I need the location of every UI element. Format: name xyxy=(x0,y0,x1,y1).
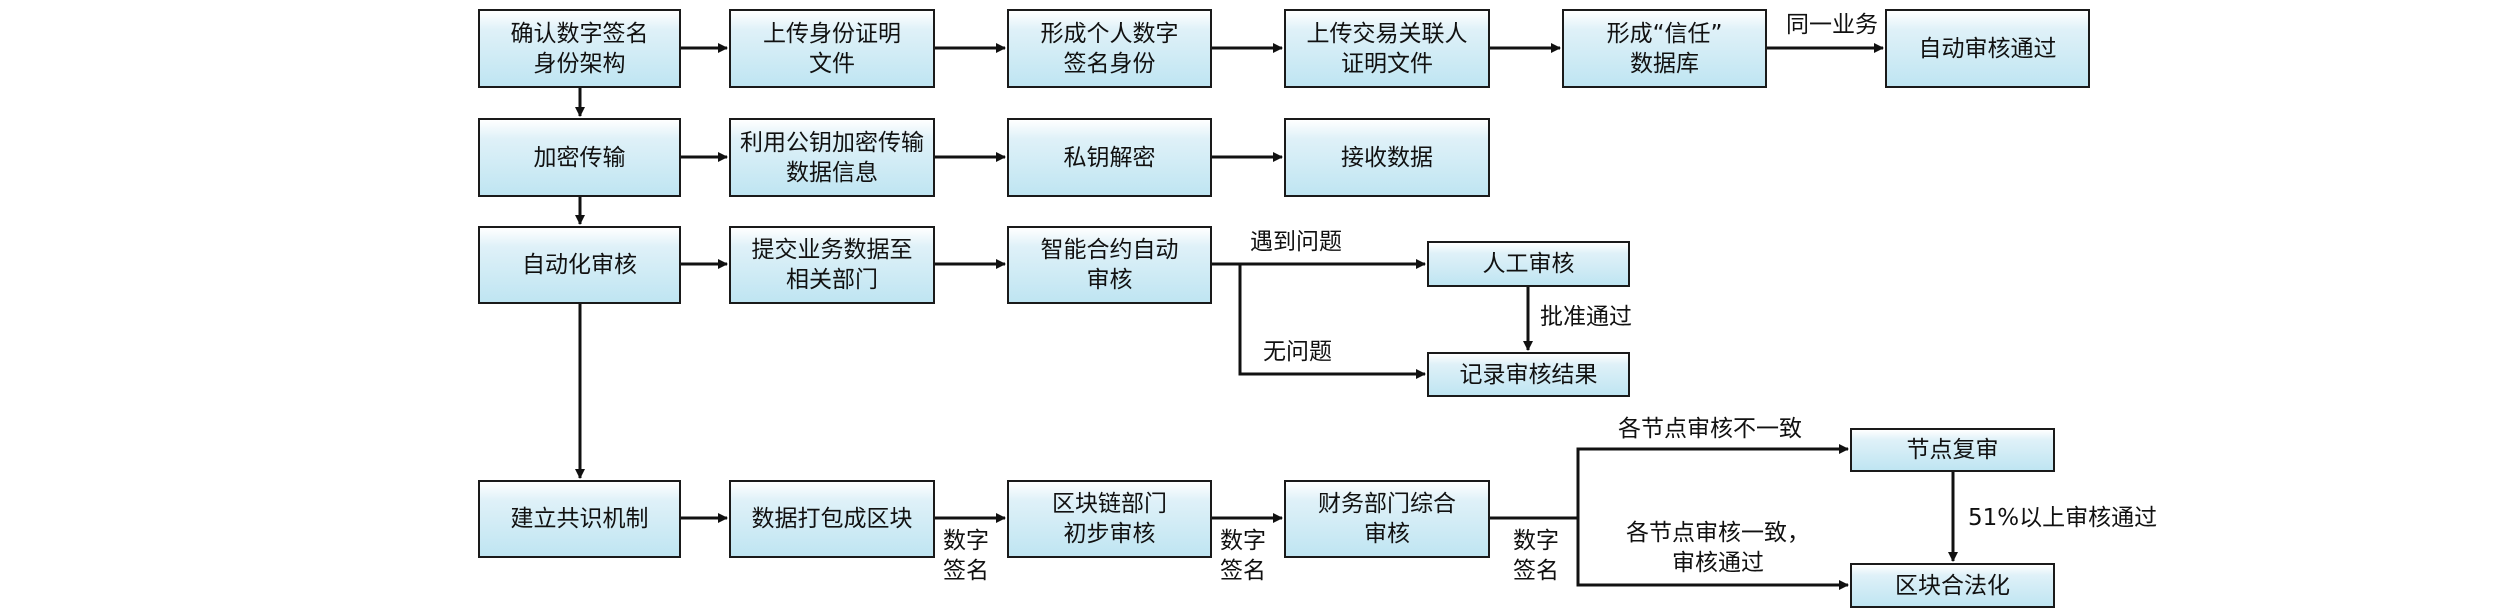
arrow-to-block-legal xyxy=(1576,518,1849,590)
label-digital-sig-3: 数字 签名 xyxy=(1513,528,1559,584)
arrow-to-record-result xyxy=(1238,264,1426,379)
box-privkey-decrypt: 私钥解密 xyxy=(1007,118,1212,197)
label-nodes-consistent: 各节点审核一致， 审核通过 xyxy=(1626,520,1810,576)
box-pack-block: 数据打包成区块 xyxy=(729,480,935,558)
label-approved: 批准通过 xyxy=(1540,304,1632,330)
box-pubkey-encrypt: 利用公钥加密传输 数据信息 xyxy=(729,118,935,197)
label-problem-found: 遇到问题 xyxy=(1250,229,1342,255)
arrow-to-node-recheck xyxy=(1576,444,1849,518)
box-receive-data: 接收数据 xyxy=(1284,118,1490,197)
box-upload-trade-docs: 上传交易关联人 证明文件 xyxy=(1284,9,1490,88)
label-digital-sig-2: 数字 签名 xyxy=(1220,528,1266,584)
box-auto-pass: 自动审核通过 xyxy=(1885,9,2090,88)
box-smart-contract: 智能合约自动 审核 xyxy=(1007,226,1212,304)
label-nodes-inconsistent: 各节点审核不一致 xyxy=(1618,416,1802,442)
label-same-business: 同一业务 xyxy=(1786,12,1878,38)
box-automated-review: 自动化审核 xyxy=(478,226,681,304)
box-manual-review: 人工审核 xyxy=(1427,241,1630,287)
box-block-legal: 区块合法化 xyxy=(1850,563,2055,608)
box-node-recheck: 节点复审 xyxy=(1850,428,2055,472)
box-confirm-identity: 确认数字签名 身份架构 xyxy=(478,9,681,88)
label-no-problem: 无问题 xyxy=(1263,339,1332,365)
box-record-result: 记录审核结果 xyxy=(1427,352,1630,397)
box-form-personal-sig: 形成个人数字 签名身份 xyxy=(1007,9,1212,88)
box-upload-id-docs: 上传身份证明 文件 xyxy=(729,9,935,88)
box-consensus: 建立共识机制 xyxy=(478,480,681,558)
box-form-trust-db: 形成“信任” 数据库 xyxy=(1562,9,1767,88)
box-chain-dept-review: 区块链部门 初步审核 xyxy=(1007,480,1212,558)
label-over-51: 51%以上审核通过 xyxy=(1968,505,2158,531)
label-digital-sig-1: 数字 签名 xyxy=(943,528,989,584)
box-submit-business: 提交业务数据至 相关部门 xyxy=(729,226,935,304)
box-encrypt-transfer: 加密传输 xyxy=(478,118,681,197)
box-finance-review: 财务部门综合 审核 xyxy=(1284,480,1490,558)
